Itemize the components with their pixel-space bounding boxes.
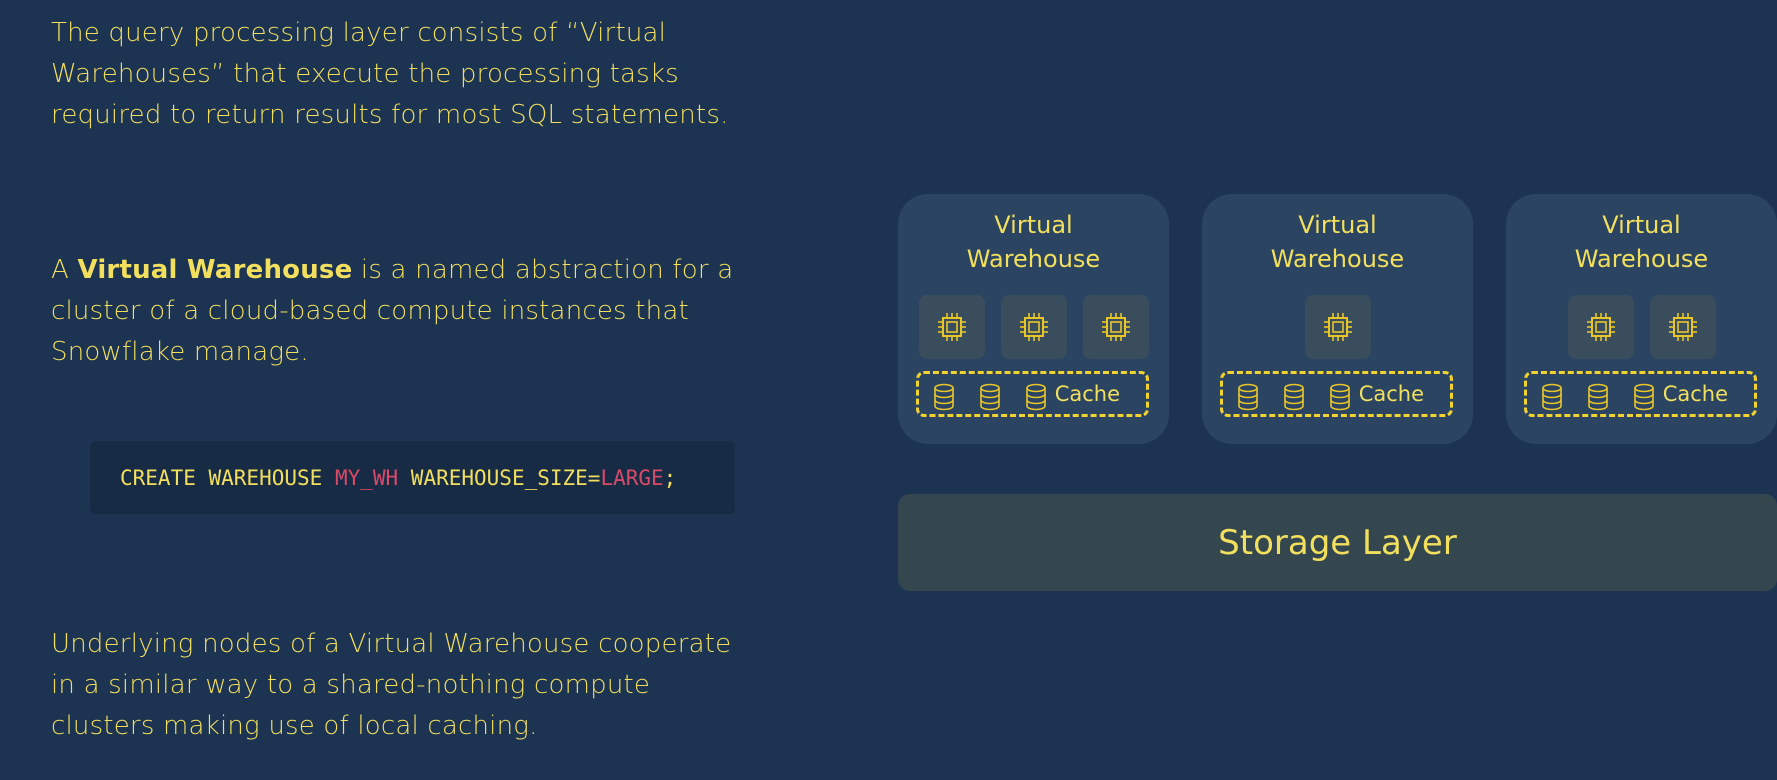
- code-warehouse-name: MY_WH: [334, 465, 399, 490]
- database-icon: [1541, 383, 1563, 415]
- database-icon: [933, 383, 955, 415]
- cpu-chip-icon: [1304, 295, 1371, 359]
- database-icon: [1237, 383, 1259, 415]
- intro-paragraph: The query processing layer consists of “…: [51, 18, 729, 130]
- database-icon: [1633, 383, 1655, 415]
- cpu-chip-icon: [918, 295, 985, 359]
- cache-label: Cache: [1358, 382, 1424, 406]
- local-cache: Cache: [1524, 371, 1757, 417]
- database-icon: [979, 383, 1001, 415]
- code-size-value: LARGE: [600, 465, 664, 490]
- definition-prefix: A: [51, 255, 78, 285]
- local-cache: Cache: [1220, 371, 1453, 417]
- local-cache: Cache: [916, 371, 1149, 417]
- code-semicolon: ;: [663, 465, 677, 490]
- definition-term: Virtual Warehouse: [77, 255, 353, 285]
- cpu-chip-icon: [1082, 295, 1149, 359]
- cpu-chip-icon: [1649, 295, 1716, 359]
- storage-layer-label: Storage Layer: [1218, 522, 1457, 563]
- cpu-chip-icon: [1567, 295, 1634, 359]
- code-create-keyword: CREATE WAREHOUSE: [120, 465, 335, 490]
- cache-label: Cache: [1662, 382, 1728, 406]
- database-icon: [1329, 383, 1351, 415]
- storage-layer: Storage Layer: [898, 494, 1777, 591]
- database-icon: [1283, 383, 1305, 415]
- definition-text: is a named abstraction for a cluster of …: [51, 255, 734, 367]
- definition-paragraph: A Virtual Warehouse is a named abstracti…: [51, 250, 751, 373]
- code-size-keyword: WAREHOUSE_SIZE=: [398, 465, 601, 490]
- code-snippet: CREATE WAREHOUSE MY_WH WAREHOUSE_SIZE=LA…: [90, 441, 735, 514]
- caching-paragraph: Underlying nodes of a Virtual Warehouse …: [51, 629, 732, 741]
- cpu-chip-icon: [1000, 295, 1067, 359]
- database-icon: [1025, 383, 1047, 415]
- database-icon: [1587, 383, 1609, 415]
- cache-label: Cache: [1054, 382, 1120, 406]
